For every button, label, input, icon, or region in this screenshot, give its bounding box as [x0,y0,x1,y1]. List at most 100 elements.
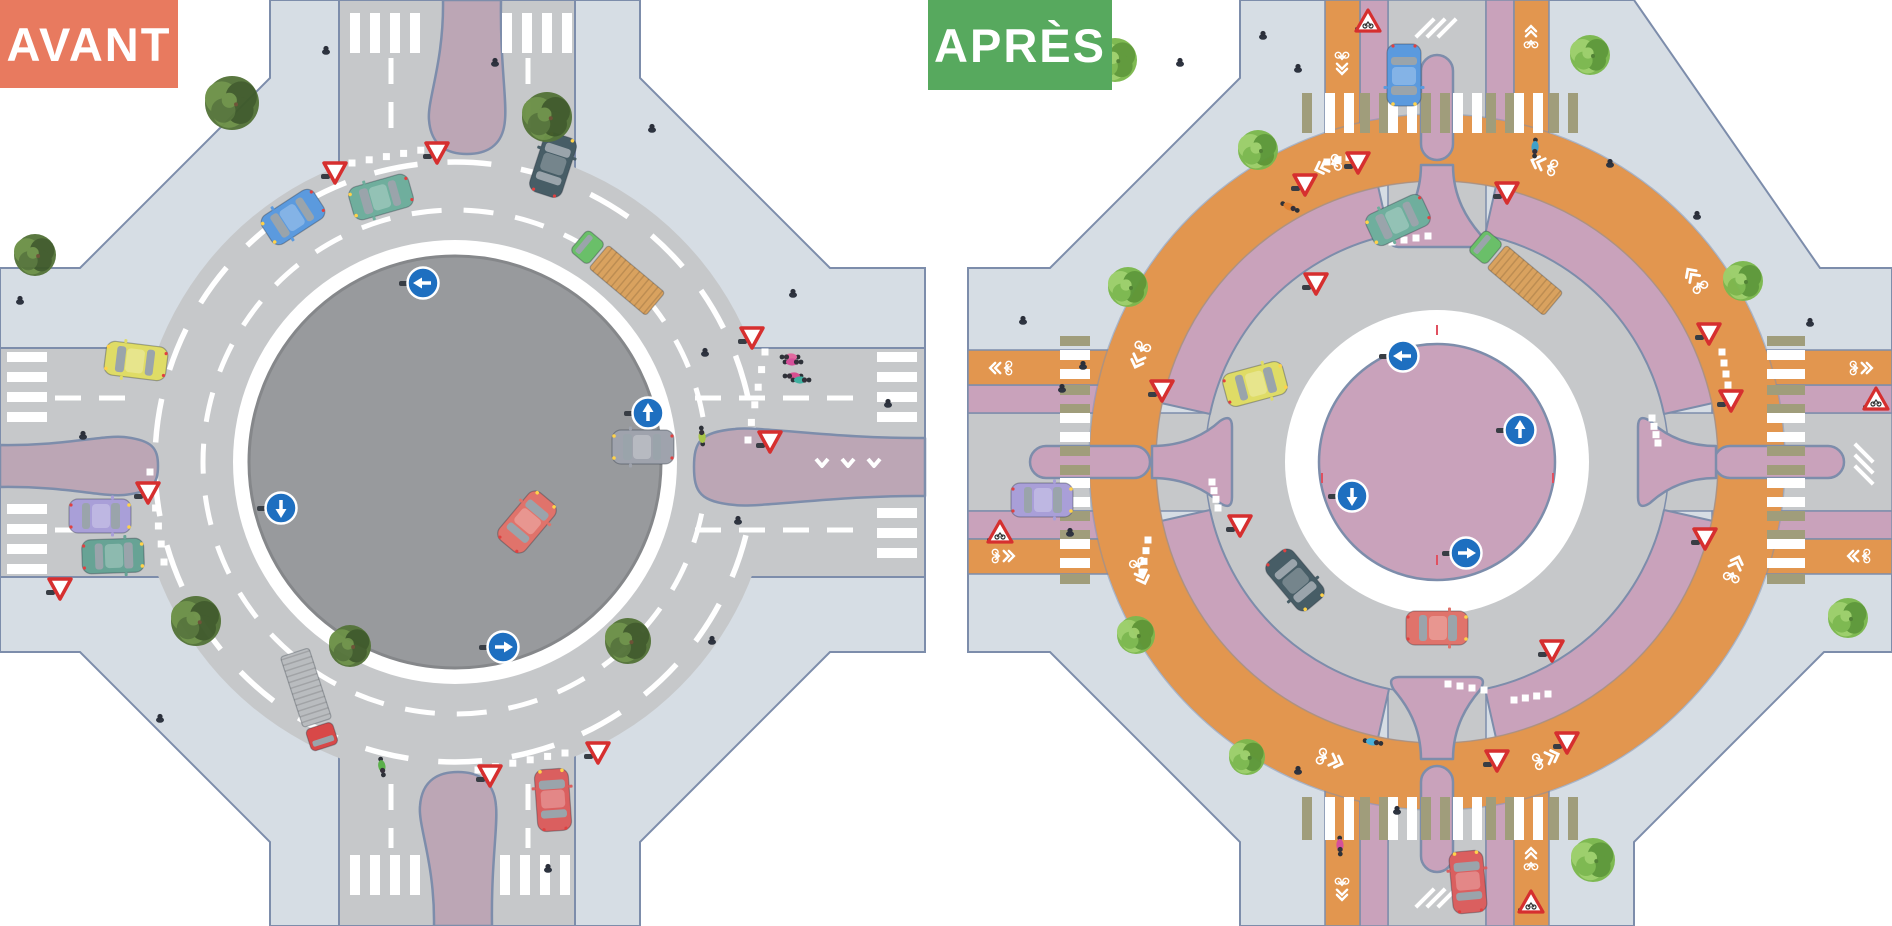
pedestrian-body [1294,67,1302,73]
tree [1828,598,1868,638]
chevron-icon [1007,549,1016,563]
pedestrian [708,635,716,645]
tree [605,618,651,664]
crossing-bar [1767,385,1805,395]
yield-dot [1208,478,1216,486]
sign-post [1553,744,1562,749]
yield-dot [1724,381,1732,389]
pedestrian-head [1059,383,1065,390]
yield-dot [1400,236,1408,244]
pedestrian-body [1693,214,1701,220]
crossing-bar [1767,404,1805,414]
pedestrian [1176,57,1184,67]
crossing-bar [1407,93,1417,133]
car [1405,607,1469,649]
pedestrian [491,57,499,67]
rear-window [653,434,661,460]
bike-crossing-warning-sign [986,519,1014,544]
crossing-bar [1344,797,1354,840]
tree [205,76,259,130]
tree [1238,130,1278,170]
pedestrian [544,863,552,873]
pedestrian-body [1806,321,1814,327]
yield-dot [544,752,552,760]
crossing-bar [1440,797,1450,840]
sign-post [1483,762,1492,767]
avant-diagram [0,0,927,926]
headlight [1464,637,1468,641]
trailer-rib [295,695,325,707]
bicycle-icon [1870,401,1876,407]
crossing-bar [1060,446,1090,456]
trailer-rib [610,263,632,288]
tree-foliage [1582,47,1594,59]
bike-glyph-icon [1722,571,1732,581]
hatch-stripe [1853,464,1875,486]
crossing-bar [7,392,47,402]
cyclist [790,376,812,384]
chevron-icon [1524,24,1538,33]
rear-window [506,522,530,543]
pedestrian-head [17,295,23,302]
bicycle-icon [1527,902,1535,908]
pedestrian-body [884,402,892,408]
pedestrian-head [323,45,329,52]
bike-glyph-icon [1861,551,1868,561]
pedestrian [322,45,330,55]
taillight [542,828,546,832]
headlight [354,213,358,218]
arrow-head [1514,420,1526,429]
taillight [82,544,86,548]
yield-sign [584,741,611,765]
taillight [164,352,168,356]
arrow-chevron [866,457,882,468]
crossing-bar [7,524,47,534]
bike-glyph-icon [1549,159,1559,168]
chevron-icon [1860,361,1869,375]
bike-glyph-icon [1003,363,1010,373]
pedestrian-head [1607,158,1613,165]
car-mirror [1448,607,1451,612]
taillight [69,503,73,507]
windshield [1448,615,1457,641]
car-roof [1282,567,1309,594]
arrow-head [1467,547,1476,559]
bike-glyph-icon [1334,877,1342,885]
crossing-bar [1302,797,1312,840]
car-roof [1392,67,1416,85]
headlight [1474,850,1479,854]
trailer-rib [292,684,322,695]
headlight [538,770,542,774]
tree-foliage [537,107,552,122]
chevron-icon [1335,893,1349,902]
pedestrian-crossing [1060,336,1090,584]
yield-triangle [739,326,765,350]
give-way-arrow [814,457,830,468]
headlight [106,344,111,349]
yield-triangle [1303,272,1329,296]
tree-detail [1849,617,1853,621]
hatch-stripe [1853,453,1875,475]
car-mirror [270,206,275,211]
yield-triangle [585,741,611,765]
trailer-rib [280,649,310,661]
arrow-head [504,641,513,653]
yield-dot [1323,158,1331,166]
yield-sign [476,764,503,788]
pedestrian [1058,383,1066,393]
hatch-stripe [1414,17,1436,39]
bike-lane-marking [1530,155,1559,177]
truck-trailer [280,647,332,728]
trailer-rib [1508,263,1530,288]
crossing-bar [7,564,47,574]
crossing-bar [1325,797,1335,840]
yield-triangle [424,141,450,165]
crossing-bar [1325,93,1335,133]
pedestrian-body [648,127,656,133]
bike-wheel [779,354,785,360]
give-way-arrow [840,457,856,468]
yield-sign [1483,749,1510,773]
crossing-bar [1060,539,1090,549]
trailer-rib [1504,259,1525,284]
pedestrian-crossing [877,352,917,558]
